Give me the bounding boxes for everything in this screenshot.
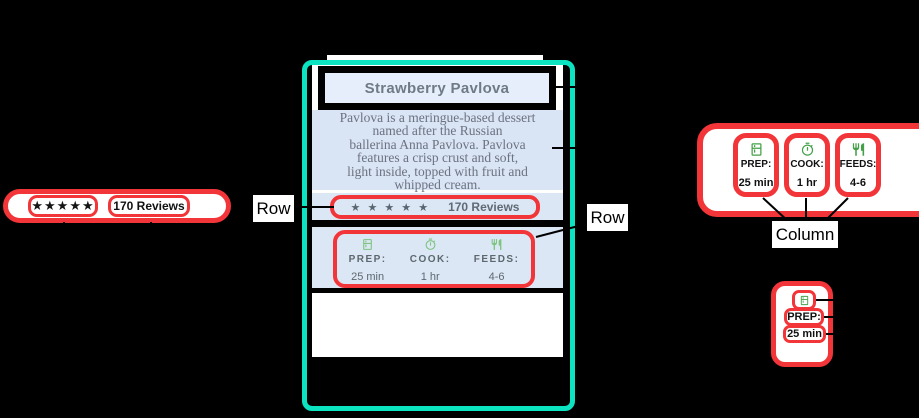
cook-label: COOK: bbox=[790, 158, 824, 170]
prep-label-box: PREP: bbox=[784, 308, 824, 326]
card-title: Strawberry Pavlova bbox=[364, 79, 510, 97]
prep-value-box: 25 min bbox=[783, 325, 826, 343]
kitchen-icon bbox=[800, 295, 808, 305]
callout-tick bbox=[150, 222, 152, 235]
card-top-edge bbox=[327, 55, 543, 61]
prep-value: 25 min bbox=[351, 271, 385, 283]
row-label-right: Row bbox=[587, 204, 628, 231]
ratings-row-widget: ★★★★★ 170 Reviews bbox=[3, 189, 231, 223]
section-divider bbox=[312, 288, 563, 293]
card-title-block: Strawberry Pavlova bbox=[318, 66, 556, 110]
cook-label: COOK: bbox=[409, 254, 451, 265]
info-strip bbox=[312, 227, 563, 288]
callout-line bbox=[294, 206, 334, 208]
callout-tick bbox=[63, 222, 65, 235]
callout-tick bbox=[824, 316, 838, 318]
prep-label: PREP: bbox=[348, 254, 387, 265]
prep-value: 25 min bbox=[738, 176, 774, 189]
row-label-left: Row bbox=[253, 195, 294, 222]
restaurant-icon bbox=[852, 142, 864, 156]
column-label-text: Column bbox=[775, 224, 835, 244]
column-outline bbox=[302, 60, 575, 411]
prep-label: PREP: bbox=[787, 311, 821, 323]
prep-item: PREP: 25 min bbox=[733, 133, 779, 197]
card-reviews: 170 Reviews bbox=[448, 200, 520, 214]
feeds-item: FEEDS: 4-6 bbox=[835, 133, 881, 197]
feeds-value: 4-6 bbox=[850, 176, 866, 189]
feeds-label: FEEDS: bbox=[473, 254, 520, 265]
column-label: Column bbox=[772, 221, 838, 248]
callout-tick bbox=[556, 86, 582, 88]
callout-tick bbox=[826, 333, 840, 335]
reviews-count-box: 170 Reviews bbox=[108, 195, 190, 217]
feeds-value: 4-6 bbox=[488, 271, 505, 283]
prep-label: PREP: bbox=[740, 158, 772, 170]
row-label-right-text: Row bbox=[590, 207, 625, 227]
info-column-widget: PREP: 25 min COOK: 1 hr FEEDS: 4-6 bbox=[697, 123, 919, 217]
timer-icon bbox=[425, 238, 436, 250]
section-divider bbox=[312, 220, 563, 227]
stars-text: ★★★★★ bbox=[31, 198, 95, 213]
info-row-highlight: PREP: 25 min COOK: 1 hr FEEDS: 4-6 bbox=[333, 230, 535, 288]
prep-icon-box bbox=[792, 290, 816, 310]
kitchen-icon bbox=[363, 239, 372, 250]
prep-value: 25 min bbox=[787, 328, 822, 340]
card-stars: ★ ★ ★ ★ ★ bbox=[350, 201, 431, 214]
cook-item: COOK: 1 hr bbox=[784, 133, 830, 197]
cook-value: 1 hr bbox=[796, 176, 818, 189]
star-rating: ★★★★★ bbox=[28, 195, 98, 217]
callout-tick bbox=[552, 147, 576, 149]
kitchen-icon bbox=[751, 142, 761, 156]
feeds-label: FEEDS: bbox=[839, 158, 877, 170]
cook-value: 1 hr bbox=[420, 271, 440, 283]
reviews-label: 170 Reviews bbox=[113, 199, 185, 213]
prep-column: PREP: 25 min bbox=[349, 238, 387, 284]
row-label-left-text: Row bbox=[256, 198, 291, 218]
callout-tick bbox=[816, 299, 838, 301]
feeds-column: FEEDS: 4-6 bbox=[474, 238, 520, 284]
timer-icon bbox=[801, 142, 813, 156]
card-description: Pavlova is a meringue-based dessert name… bbox=[312, 110, 563, 191]
restaurant-icon bbox=[491, 239, 502, 250]
cook-column: COOK: 1 hr bbox=[410, 238, 451, 284]
